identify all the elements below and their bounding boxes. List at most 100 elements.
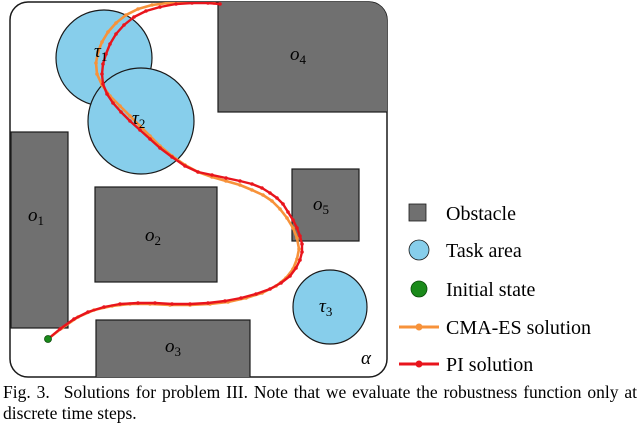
cma-es-trajectory-marker (114, 21, 118, 25)
pi-trajectory-marker (210, 173, 214, 177)
pi-trajectory-marker (183, 164, 187, 168)
cma-es-trajectory-marker (124, 13, 128, 17)
figure-caption: Fig. 3.Solutions for problem III. Note t… (3, 382, 637, 424)
pi-trajectory-marker (174, 2, 178, 6)
obstacle-label-o2: o2 (145, 225, 161, 248)
cma-es-trajectory-marker (238, 183, 242, 187)
pi-trajectory-marker (268, 191, 272, 195)
pi-trajectory-marker (288, 274, 292, 278)
cma-es-trajectory-marker (136, 7, 140, 11)
pi-trajectory-marker (206, 2, 210, 5)
pi-trajectory-marker (100, 72, 104, 76)
pi-trajectory-marker (223, 299, 227, 303)
pi-trajectory-marker (275, 196, 279, 200)
pi-trajectory-marker (298, 258, 302, 262)
pi-trajectory-marker (158, 5, 162, 9)
pi-trajectory-marker (136, 301, 140, 305)
pi-trajectory-marker (144, 9, 148, 13)
legend-cma-es-marker-icon (415, 323, 423, 331)
legend-label-cma-es: CMA-ES solution (446, 317, 591, 339)
pi-trajectory-marker (119, 110, 123, 114)
pi-trajectory-marker (111, 101, 115, 105)
cma-es-trajectory-marker (150, 3, 154, 7)
cma-es-trajectory-marker (295, 236, 299, 240)
pi-trajectory-marker (188, 302, 192, 306)
cma-es-trajectory-marker (118, 104, 122, 108)
pi-trajectory-marker (148, 137, 152, 141)
pi-trajectory-marker (260, 186, 264, 190)
cma-es-trajectory-marker (270, 199, 274, 203)
pi-trajectory-marker (281, 202, 285, 206)
obstacle-o2 (94, 186, 218, 283)
pi-trajectory-marker (101, 82, 105, 86)
pi-trajectory-marker (294, 266, 298, 270)
pi-trajectory-marker (300, 250, 304, 254)
task-label-tau3: τ3 (319, 296, 332, 319)
obstacle-o1 (10, 131, 69, 329)
pi-trajectory-marker (114, 32, 118, 36)
pi-trajectory-marker (238, 179, 242, 183)
pi-trajectory-marker (138, 128, 142, 132)
pi-trajectory-marker (196, 170, 200, 174)
obstacle-o3 (95, 319, 251, 377)
pi-trajectory-marker (300, 242, 304, 246)
task-area-tau3 (292, 269, 368, 345)
obstacle-o4 (217, 2, 387, 113)
task-label-tau1: τ1 (94, 41, 107, 64)
legend-label-obstacle: Obstacle (446, 203, 516, 225)
legend-label-task-area: Task area (446, 240, 522, 262)
cma-es-trajectory-marker (94, 61, 98, 65)
pi-trajectory-marker (218, 2, 222, 6)
obstacle-label-o3: o3 (165, 336, 181, 359)
pi-trajectory-marker (104, 52, 108, 56)
legend-task-area-icon (408, 239, 430, 261)
pi-trajectory-marker (122, 23, 126, 27)
pi-trajectory-marker (224, 176, 228, 180)
pi-trajectory-marker (268, 287, 272, 291)
legend-label-initial-state: Initial state (446, 279, 536, 301)
pi-trajectory-marker (190, 2, 194, 5)
cma-es-trajectory-marker (95, 72, 99, 76)
legend: Obstacle Task area Initial state CMA-ES … (399, 203, 591, 376)
pi-trajectory-marker (153, 301, 157, 305)
pi-trajectory-marker (102, 305, 106, 309)
cma-es-trajectory-marker (297, 247, 301, 251)
pi-trajectory-marker (254, 292, 258, 296)
obstacle-label-o5: o5 (313, 194, 329, 217)
cma-es-trajectory-marker (285, 216, 289, 220)
obstacle-label-o4: o4 (290, 44, 307, 67)
cma-es-trajectory-marker (261, 193, 265, 197)
pi-trajectory-marker (295, 226, 299, 230)
legend-pi-marker-icon (415, 360, 423, 368)
pi-trajectory-marker (158, 146, 162, 150)
pi-trajectory-marker (118, 302, 122, 306)
pi-trajectory-marker (286, 210, 290, 214)
pi-trajectory-marker (72, 317, 76, 321)
cma-es-trajectory-marker (224, 179, 228, 183)
caption-text: Solutions for problem III. Note that we … (3, 382, 637, 423)
cma-es-trajectory-marker (166, 2, 170, 5)
initial-state-marker (44, 335, 52, 343)
pi-trajectory-marker (101, 62, 105, 66)
pi-trajectory-marker (239, 296, 243, 300)
pi-trajectory-marker (250, 182, 254, 186)
cma-es-trajectory-marker (291, 226, 295, 230)
task-label-tau2: τ2 (132, 108, 145, 131)
legend-obstacle-icon (408, 203, 427, 222)
caption-label: Fig. 3. (3, 382, 50, 402)
pi-trajectory-marker (132, 15, 136, 19)
legend-label-pi: PI solution (446, 354, 533, 376)
pi-trajectory-marker (291, 218, 295, 222)
workspace-label: α (361, 348, 372, 369)
cma-es-trajectory-marker (106, 30, 110, 34)
pi-trajectory-marker (128, 119, 132, 123)
pi-trajectory-marker (86, 310, 90, 314)
pi-trajectory-marker (170, 155, 174, 159)
legend-initial-state-icon (410, 280, 428, 298)
pi-trajectory-marker (105, 92, 109, 96)
pi-trajectory-marker (170, 302, 174, 306)
obstacle-label-o1: o1 (28, 205, 44, 228)
obstacle-o5 (291, 168, 360, 242)
cma-es-trajectory-marker (250, 188, 254, 192)
